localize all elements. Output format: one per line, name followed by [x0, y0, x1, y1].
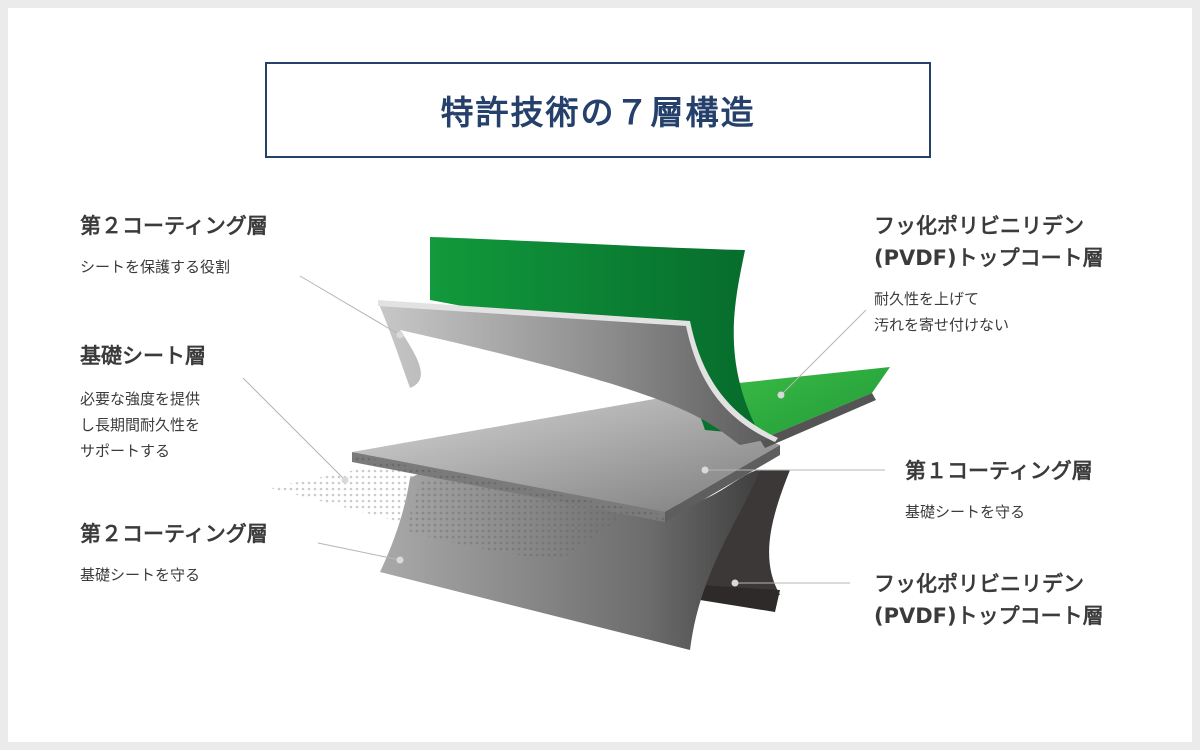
label-description: シートを保護する役割: [80, 258, 231, 276]
label-pvdf-bottom: フッ化ポリビニリデン (PVDF)トップコート層: [874, 568, 1104, 632]
first-coating-side: [665, 445, 780, 522]
label-pvdf-top: フッ化ポリビニリデン (PVDF)トップコート層 耐久性を上げて 汚れを寄せ付け…: [874, 210, 1104, 338]
label-heading-line: (PVDF)トップコート層: [874, 246, 1104, 270]
label-heading-line: フッ化ポリビニリデン: [874, 572, 1084, 596]
label-heading: 第１コーティング層: [905, 459, 1093, 483]
label-description-line: し長期間耐久性を: [80, 416, 201, 434]
label-heading: 第２コーティング層: [80, 214, 268, 238]
label-heading: 第２コーティング層: [80, 522, 268, 546]
top-coating-layer: [378, 302, 775, 445]
label-description-line: サポートする: [80, 442, 171, 460]
label-description: 基礎シートを守る: [80, 566, 201, 584]
title-box: 特許技術の７層構造: [265, 62, 931, 158]
label-description-line: 汚れを寄せ付けない: [874, 316, 1010, 334]
label-second-coating-top: 第２コーティング層 シートを保護する役割: [80, 210, 268, 280]
bottom-pvdf-layer: [700, 470, 790, 600]
leader-dots: [341, 331, 785, 587]
green-flat-edge: [760, 393, 876, 448]
label-heading: 基礎シート層: [80, 344, 206, 368]
label-second-coating-bottom: 第２コーティング層 基礎シートを守る: [80, 518, 268, 588]
leader-lines: [242, 275, 885, 584]
page-title: 特許技術の７層構造: [440, 93, 756, 132]
label-base-sheet: 基礎シート層 必要な強度を提供 し長期間耐久性を サポートする: [80, 340, 206, 464]
bottom-pvdf-tail: [700, 585, 780, 612]
label-first-coating: 第１コーティング層 基礎シートを守る: [905, 455, 1093, 525]
first-coating-layer: [352, 398, 780, 512]
label-description: 基礎シートを守る: [905, 503, 1026, 521]
green-flat-surface: [720, 367, 890, 440]
label-description-line: 耐久性を上げて: [874, 290, 980, 308]
label-heading-line: (PVDF)トップコート層: [874, 604, 1104, 628]
first-coating-edge-dots: [352, 455, 665, 521]
label-heading-line: フッ化ポリビニリデン: [874, 214, 1084, 238]
label-description-line: 必要な強度を提供: [80, 390, 201, 408]
